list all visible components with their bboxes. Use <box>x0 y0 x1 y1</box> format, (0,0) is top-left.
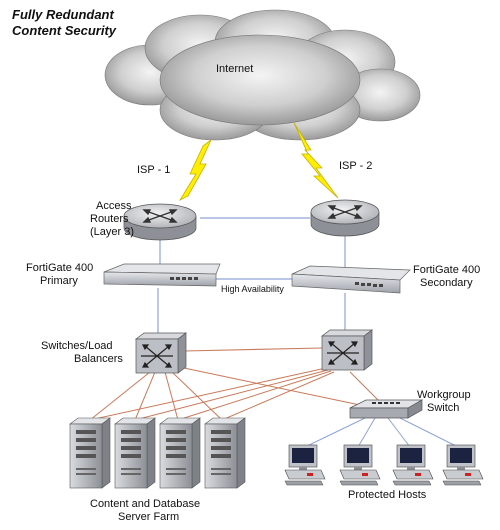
internet-label: Internet <box>216 63 253 75</box>
workstation-icon <box>392 444 434 486</box>
workstation-icon <box>442 444 484 486</box>
server-farm-label-line-2: Server Farm <box>118 511 179 523</box>
cloud-icon <box>104 9 421 141</box>
high-availability-label: High Availability <box>221 284 284 294</box>
protected-hosts <box>284 444 484 486</box>
firewall-icon <box>103 263 221 287</box>
server-farm-label-line-1: Content and Database <box>90 498 200 510</box>
workgroup-switch-label-line-2: Switch <box>427 402 459 414</box>
lightning-icon <box>293 122 339 199</box>
routers-label-line-3: (Layer 3) <box>90 226 134 238</box>
load-balancer-icon <box>134 332 188 374</box>
switches-label-line-2: Balancers <box>74 353 123 365</box>
server-farm <box>69 417 246 489</box>
switch-icon <box>349 399 424 419</box>
links <box>89 217 459 448</box>
router-icon <box>123 203 197 241</box>
server-icon <box>69 417 111 489</box>
fortigate-secondary-label-line-1: FortiGate 400 <box>413 264 480 276</box>
fortigate-secondary-label-line-2: Secondary <box>420 277 473 289</box>
protected-hosts-label: Protected Hosts <box>348 489 427 501</box>
diagram-title: Fully Redundant Content Security <box>12 7 117 38</box>
title-line-1: Fully Redundant <box>12 7 115 22</box>
workgroup-switch-label-line-1: Workgroup <box>417 389 471 401</box>
server-icon <box>204 417 246 489</box>
router-icon <box>310 199 380 237</box>
isp2-label: ISP - 2 <box>339 160 372 172</box>
server-icon <box>114 417 156 489</box>
load-balancer-icon <box>320 329 374 371</box>
fortigate-primary-label-line-2: Primary <box>40 275 78 287</box>
isp1-label: ISP - 1 <box>137 164 170 176</box>
lightning-icon <box>178 139 212 201</box>
routers-label-line-2: Routers <box>90 213 129 225</box>
workstation-icon <box>339 444 381 486</box>
fortigate-primary-label-line-1: FortiGate 400 <box>26 262 93 274</box>
server-icon <box>159 417 201 489</box>
title-line-2: Content Security <box>12 23 117 38</box>
workstation-icon <box>284 444 326 486</box>
firewall-icon <box>291 265 411 294</box>
routers-label-line-1: Access <box>96 200 132 212</box>
switches-label-line-1: Switches/Load <box>41 340 113 352</box>
